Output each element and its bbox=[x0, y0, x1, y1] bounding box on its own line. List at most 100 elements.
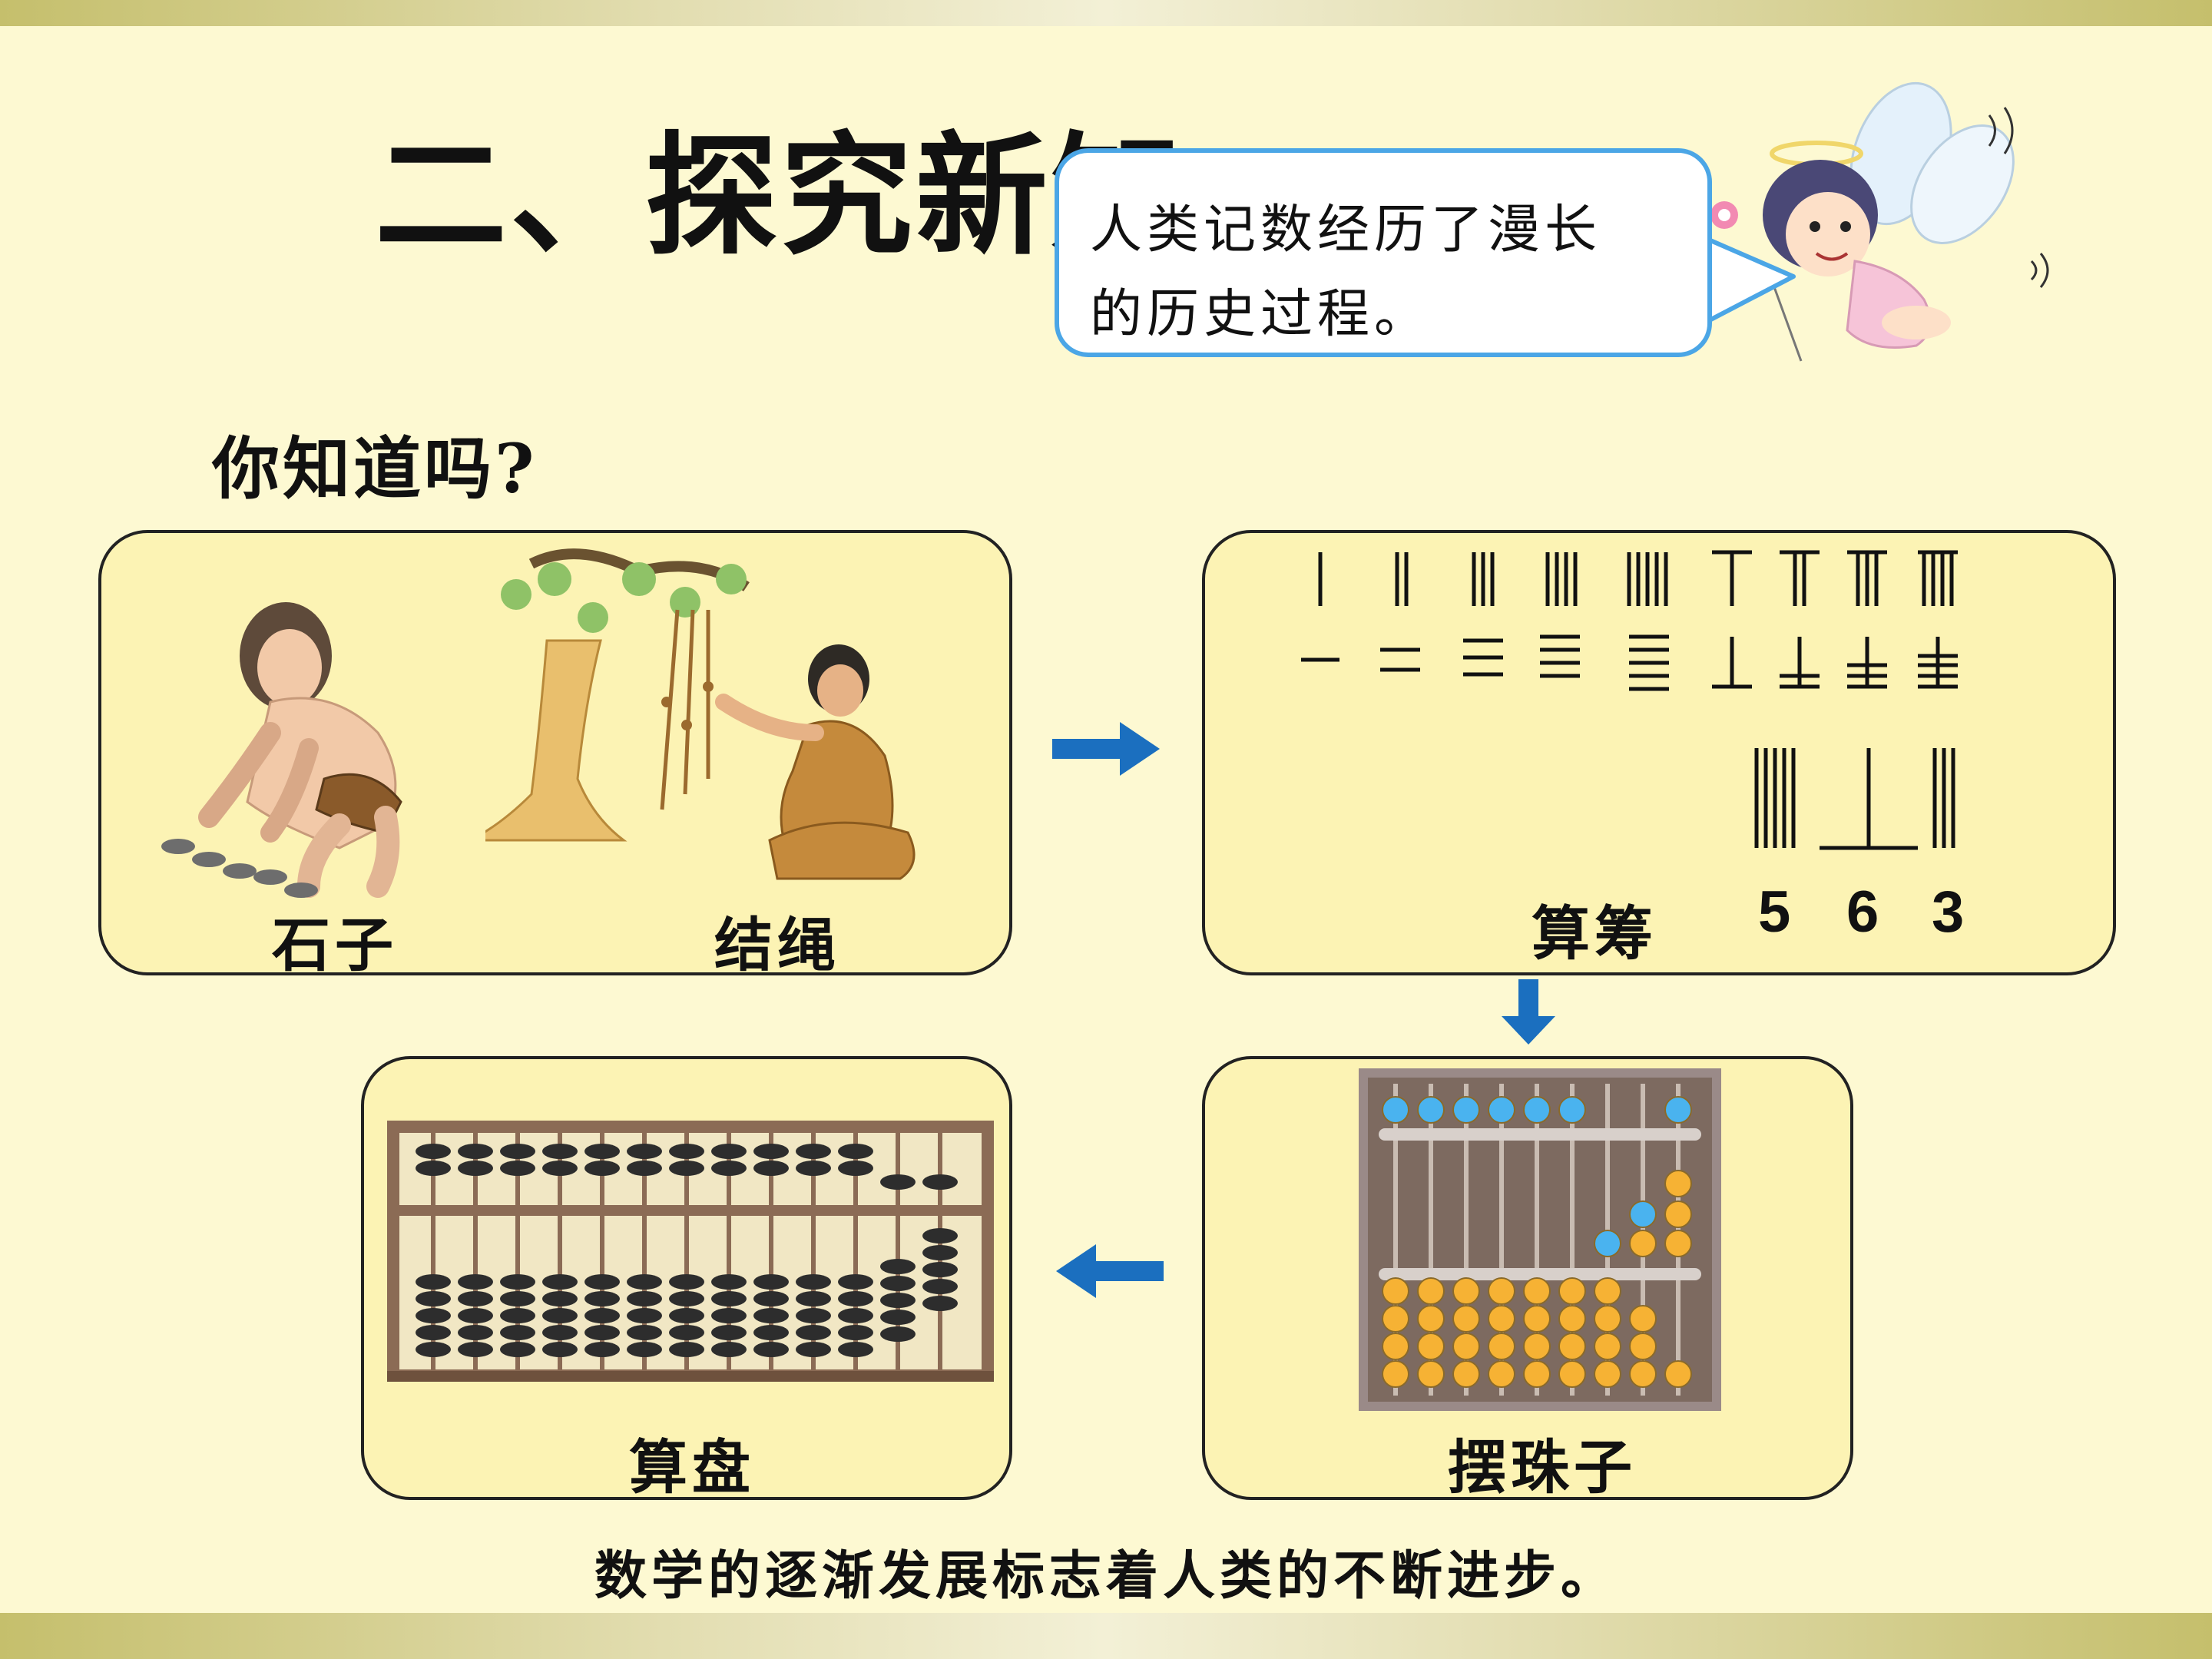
abacus-bead bbox=[416, 1342, 451, 1357]
abacus-bead bbox=[458, 1274, 493, 1290]
abacus-bead bbox=[922, 1279, 958, 1294]
abacus-bead bbox=[711, 1342, 747, 1357]
abacus-bead bbox=[669, 1308, 704, 1323]
board-lower-bead bbox=[1488, 1305, 1515, 1333]
abacus-bead bbox=[542, 1342, 578, 1357]
abacus-bead bbox=[796, 1161, 831, 1176]
abacus-bead bbox=[669, 1144, 704, 1159]
abacus-bead bbox=[542, 1325, 578, 1340]
board-lower-bead bbox=[1452, 1360, 1480, 1388]
abacus-bead bbox=[416, 1308, 451, 1323]
abacus-bead bbox=[584, 1291, 620, 1306]
board-lower-bead bbox=[1452, 1333, 1480, 1360]
abacus-bead bbox=[584, 1144, 620, 1159]
board-lower-bead bbox=[1382, 1360, 1409, 1388]
abacus-bead bbox=[627, 1291, 662, 1306]
board-lower-bead bbox=[1452, 1277, 1480, 1305]
abacus-bead bbox=[711, 1144, 747, 1159]
board-lower-bead bbox=[1417, 1333, 1445, 1360]
board-upper-bead bbox=[1382, 1096, 1409, 1124]
board-lower-bead bbox=[1558, 1360, 1586, 1388]
abacus-bead bbox=[584, 1274, 620, 1290]
arrow-right-icon bbox=[1052, 722, 1160, 776]
abacus-bead bbox=[500, 1342, 535, 1357]
abacus-bead bbox=[711, 1308, 747, 1323]
abacus-bead bbox=[753, 1144, 789, 1159]
abacus-bead bbox=[796, 1291, 831, 1306]
board-lower-bead bbox=[1594, 1360, 1621, 1388]
board-lower-bead bbox=[1629, 1333, 1657, 1360]
abacus-bead bbox=[880, 1310, 916, 1325]
board-upper-bead bbox=[1629, 1200, 1657, 1228]
abacus-bead bbox=[584, 1308, 620, 1323]
abacus-bead bbox=[500, 1308, 535, 1323]
abacus-bead bbox=[838, 1274, 873, 1290]
label-stones: 石子 bbox=[272, 911, 398, 979]
panel-counting-rods: 算筹 5 6 3 bbox=[1202, 530, 2116, 975]
abacus-bead bbox=[458, 1308, 493, 1323]
abacus-bead bbox=[711, 1161, 747, 1176]
board-lower-bead bbox=[1664, 1230, 1692, 1257]
abacus-bead bbox=[922, 1228, 958, 1243]
abacus-bead bbox=[584, 1342, 620, 1357]
abacus-bead bbox=[627, 1325, 662, 1340]
board-beam bbox=[1379, 1268, 1701, 1280]
top-band bbox=[0, 0, 2212, 26]
abacus-bead bbox=[838, 1144, 873, 1159]
counting-rods-illustration bbox=[1301, 550, 1958, 850]
board-lower-bead bbox=[1629, 1230, 1657, 1257]
abacus-bead bbox=[838, 1161, 873, 1176]
board-lower-bead bbox=[1558, 1305, 1586, 1333]
label-counting-rods: 算筹 bbox=[1532, 899, 1657, 968]
panel-bead-board: 摆珠子 bbox=[1202, 1056, 1853, 1502]
abacus-bead bbox=[753, 1325, 789, 1340]
board-lower-bead bbox=[1558, 1333, 1586, 1360]
board-lower-bead bbox=[1629, 1305, 1657, 1333]
abacus-bead bbox=[669, 1274, 704, 1290]
bead-board-illustration bbox=[1359, 1068, 1721, 1411]
arrow-down-icon bbox=[1502, 979, 1555, 1045]
abacus-bead bbox=[922, 1262, 958, 1277]
tree-knotted-rope-illustration bbox=[485, 548, 916, 880]
board-upper-bead bbox=[1488, 1096, 1515, 1124]
board-lower-bead bbox=[1594, 1277, 1621, 1305]
abacus-bead bbox=[880, 1276, 916, 1291]
abacus-bead bbox=[753, 1342, 789, 1357]
abacus-bead bbox=[711, 1291, 747, 1306]
abacus-bead bbox=[458, 1144, 493, 1159]
question-heading: 你知道吗? bbox=[212, 429, 538, 508]
arrow-left-icon bbox=[1056, 1244, 1164, 1298]
board-lower-bead bbox=[1382, 1333, 1409, 1360]
abacus-bead bbox=[880, 1293, 916, 1308]
fairy-illustration bbox=[1710, 81, 2049, 362]
board-lower-bead bbox=[1523, 1333, 1551, 1360]
abacus-bead bbox=[542, 1161, 578, 1176]
abacus-bead bbox=[458, 1291, 493, 1306]
abacus-bead bbox=[796, 1144, 831, 1159]
abacus-bead bbox=[500, 1325, 535, 1340]
abacus-bead bbox=[753, 1161, 789, 1176]
board-lower-bead bbox=[1452, 1305, 1480, 1333]
panel-abacus: 算盘 bbox=[361, 1056, 1012, 1502]
abacus-bead bbox=[627, 1144, 662, 1159]
board-lower-bead bbox=[1594, 1305, 1621, 1333]
board-lower-bead bbox=[1417, 1360, 1445, 1388]
board-upper-bead bbox=[1523, 1096, 1551, 1124]
abacus-bead bbox=[542, 1308, 578, 1323]
abacus-bead bbox=[500, 1144, 535, 1159]
abacus-bead bbox=[542, 1144, 578, 1159]
abacus-bead bbox=[753, 1291, 789, 1306]
board-lower-bead bbox=[1523, 1277, 1551, 1305]
slide-title: 二、探究新知 bbox=[375, 119, 1186, 273]
board-lower-bead bbox=[1523, 1305, 1551, 1333]
speech-bubble: 人类记数经历了漫长 的历史过程。 bbox=[1055, 148, 1712, 357]
label-abacus: 算盘 bbox=[629, 1433, 755, 1502]
abacus-bead bbox=[669, 1161, 704, 1176]
abacus-bead bbox=[880, 1326, 916, 1342]
abacus-bead bbox=[753, 1308, 789, 1323]
abacus-rods bbox=[416, 1133, 958, 1371]
label-bead-placing: 摆珠子 bbox=[1448, 1433, 1637, 1502]
abacus-bead bbox=[458, 1161, 493, 1176]
abacus-bead bbox=[922, 1174, 958, 1190]
board-lower-bead bbox=[1664, 1360, 1692, 1388]
